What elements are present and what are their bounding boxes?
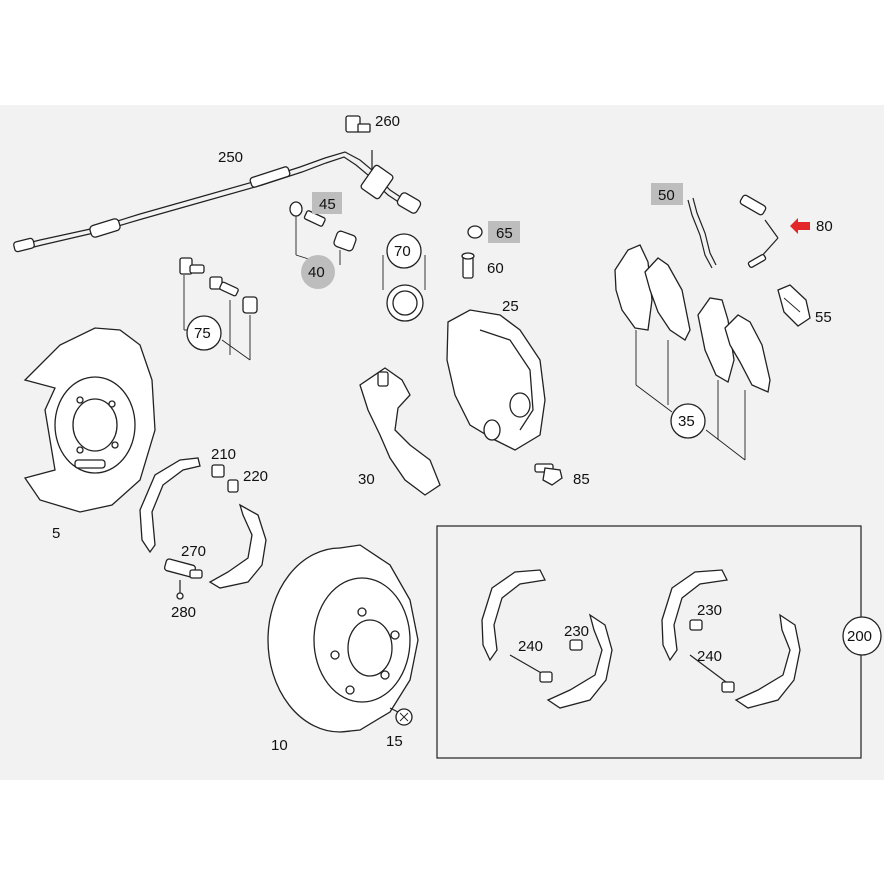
part-65-cap[interactable]: [467, 225, 483, 239]
highlight-65: [488, 221, 520, 243]
part-45-guide-pin[interactable]: [289, 201, 357, 265]
label-200[interactable]: 200: [847, 628, 872, 645]
label-230-right[interactable]: 230: [697, 602, 722, 619]
part-5-backing-plate[interactable]: [23, 327, 156, 513]
label-220[interactable]: 220: [243, 468, 268, 485]
callout-circle-70: [386, 233, 422, 269]
label-65[interactable]: 65: [496, 225, 513, 242]
label-70[interactable]: 70: [394, 243, 411, 260]
label-230-left[interactable]: 230: [564, 623, 589, 640]
highlight-50: [651, 183, 683, 205]
part-10-brake-disc[interactable]: [267, 544, 419, 733]
part-210-adjuster-nut[interactable]: [211, 464, 225, 478]
part-80-pad-sensor[interactable]: [739, 194, 779, 269]
label-280[interactable]: 280: [171, 604, 196, 621]
part-250-cable[interactable]: [13, 151, 422, 253]
callout-circle-200: [842, 616, 882, 656]
highlight-40: [301, 255, 335, 289]
highlight-45: [312, 192, 342, 214]
part-260-bolt[interactable]: [345, 115, 373, 170]
label-270[interactable]: 270: [181, 543, 206, 560]
part-50-wear-sensor[interactable]: [687, 197, 717, 269]
part-280-pin[interactable]: [176, 580, 184, 600]
parking-shoe-set-right[interactable]: [661, 569, 801, 709]
part-30-caliper-carrier[interactable]: [359, 367, 441, 496]
label-85[interactable]: 85: [573, 471, 590, 488]
part-15-screw[interactable]: [389, 707, 413, 726]
label-55[interactable]: 55: [815, 309, 832, 326]
label-5[interactable]: 5: [52, 525, 60, 542]
part-60-bleeder-valve[interactable]: [461, 252, 475, 279]
parking-shoe-left[interactable]: [139, 457, 267, 589]
label-240-right[interactable]: 240: [697, 648, 722, 665]
label-240-left[interactable]: 240: [518, 638, 543, 655]
label-260[interactable]: 260: [375, 113, 400, 130]
callout-circle-35: [670, 403, 706, 439]
part-85-bolt[interactable]: [534, 463, 563, 486]
label-30[interactable]: 30: [358, 471, 375, 488]
label-35[interactable]: 35: [678, 413, 695, 430]
part-75-bolt-set[interactable]: [179, 257, 258, 314]
label-40[interactable]: 40: [308, 264, 325, 281]
part-70-seal-ring[interactable]: [386, 284, 424, 322]
part-270-expander[interactable]: [163, 558, 203, 579]
label-60[interactable]: 60: [487, 260, 504, 277]
part-55-spring-clip[interactable]: [777, 284, 811, 327]
part-25-brake-caliper[interactable]: [446, 309, 546, 451]
red-arrow-icon: [790, 218, 810, 234]
label-75[interactable]: 75: [194, 325, 211, 342]
part-35-brake-pads[interactable]: [614, 244, 771, 393]
label-50[interactable]: 50: [658, 187, 675, 204]
part-220-sleeve[interactable]: [227, 479, 239, 493]
label-210[interactable]: 210: [211, 446, 236, 463]
label-10[interactable]: 10: [271, 737, 288, 754]
label-15[interactable]: 15: [386, 733, 403, 750]
callout-circle-75: [186, 315, 222, 351]
parking-shoe-set-left[interactable]: [481, 569, 613, 709]
label-45[interactable]: 45: [319, 196, 336, 213]
label-250[interactable]: 250: [218, 149, 243, 166]
label-80[interactable]: 80: [816, 218, 833, 235]
label-25[interactable]: 25: [502, 298, 519, 315]
